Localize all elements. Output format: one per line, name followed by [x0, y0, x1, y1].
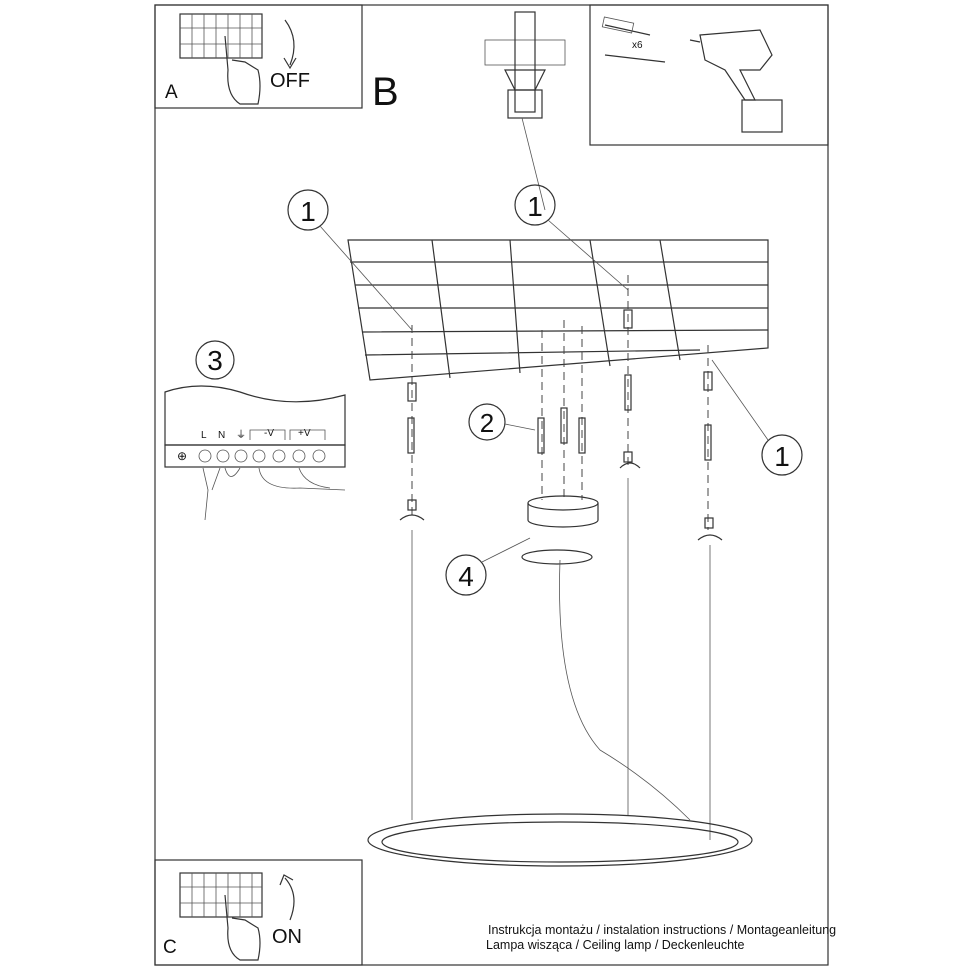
canopy	[521, 495, 599, 565]
ring-light	[367, 813, 753, 867]
panel-c-letter: C	[163, 937, 177, 958]
callouts: 1 1 1 2 3 4	[195, 184, 803, 596]
breaker-off-icon	[179, 13, 297, 105]
terminal-label-earth: ⏚	[236, 429, 246, 441]
ceiling-grid	[347, 239, 769, 381]
footer-line-1: Instrukcja montażu / instalation instruc…	[488, 923, 836, 937]
ground-symbol-icon: ⊕	[177, 449, 187, 463]
panel-a-letter: A	[165, 82, 178, 103]
callout-1-right: 1	[774, 441, 790, 472]
terminal-label-neg: -V	[264, 428, 274, 439]
footer-line-2: Lampa wisząca / Ceiling lamp / Deckenleu…	[486, 938, 745, 952]
screw-icon	[604, 54, 666, 63]
off-label: OFF	[270, 70, 310, 92]
terminal-label-pos: +V	[298, 428, 311, 439]
breaker-on-icon	[179, 872, 295, 961]
terminal-label-n: N	[218, 430, 225, 441]
panel-c: C ON	[154, 859, 363, 966]
drill-icon	[689, 29, 783, 133]
quantity-label: x6	[632, 40, 643, 51]
callout-4: 4	[458, 561, 474, 592]
lamp-body	[367, 478, 753, 867]
panel-b-letter: B	[372, 70, 399, 114]
wall-plug-icon	[604, 24, 651, 36]
page-frame	[154, 4, 829, 966]
mounting-hardware	[399, 275, 723, 541]
terminal-block: ⊕ L N ⏚ -V +V	[164, 385, 346, 521]
callout-3: 3	[207, 345, 223, 376]
terminal-label-l: L	[201, 430, 207, 441]
on-label: ON	[272, 926, 302, 948]
callout-1-center: 1	[527, 191, 543, 222]
panel-a: A OFF	[154, 4, 363, 109]
tools-panel: x6	[589, 4, 829, 146]
callout-1-left: 1	[300, 196, 316, 227]
ceiling-anchor-detail	[484, 11, 566, 211]
arrow-up-icon	[284, 877, 295, 921]
callout-2: 2	[480, 408, 494, 438]
arrow-down-icon	[284, 19, 295, 66]
